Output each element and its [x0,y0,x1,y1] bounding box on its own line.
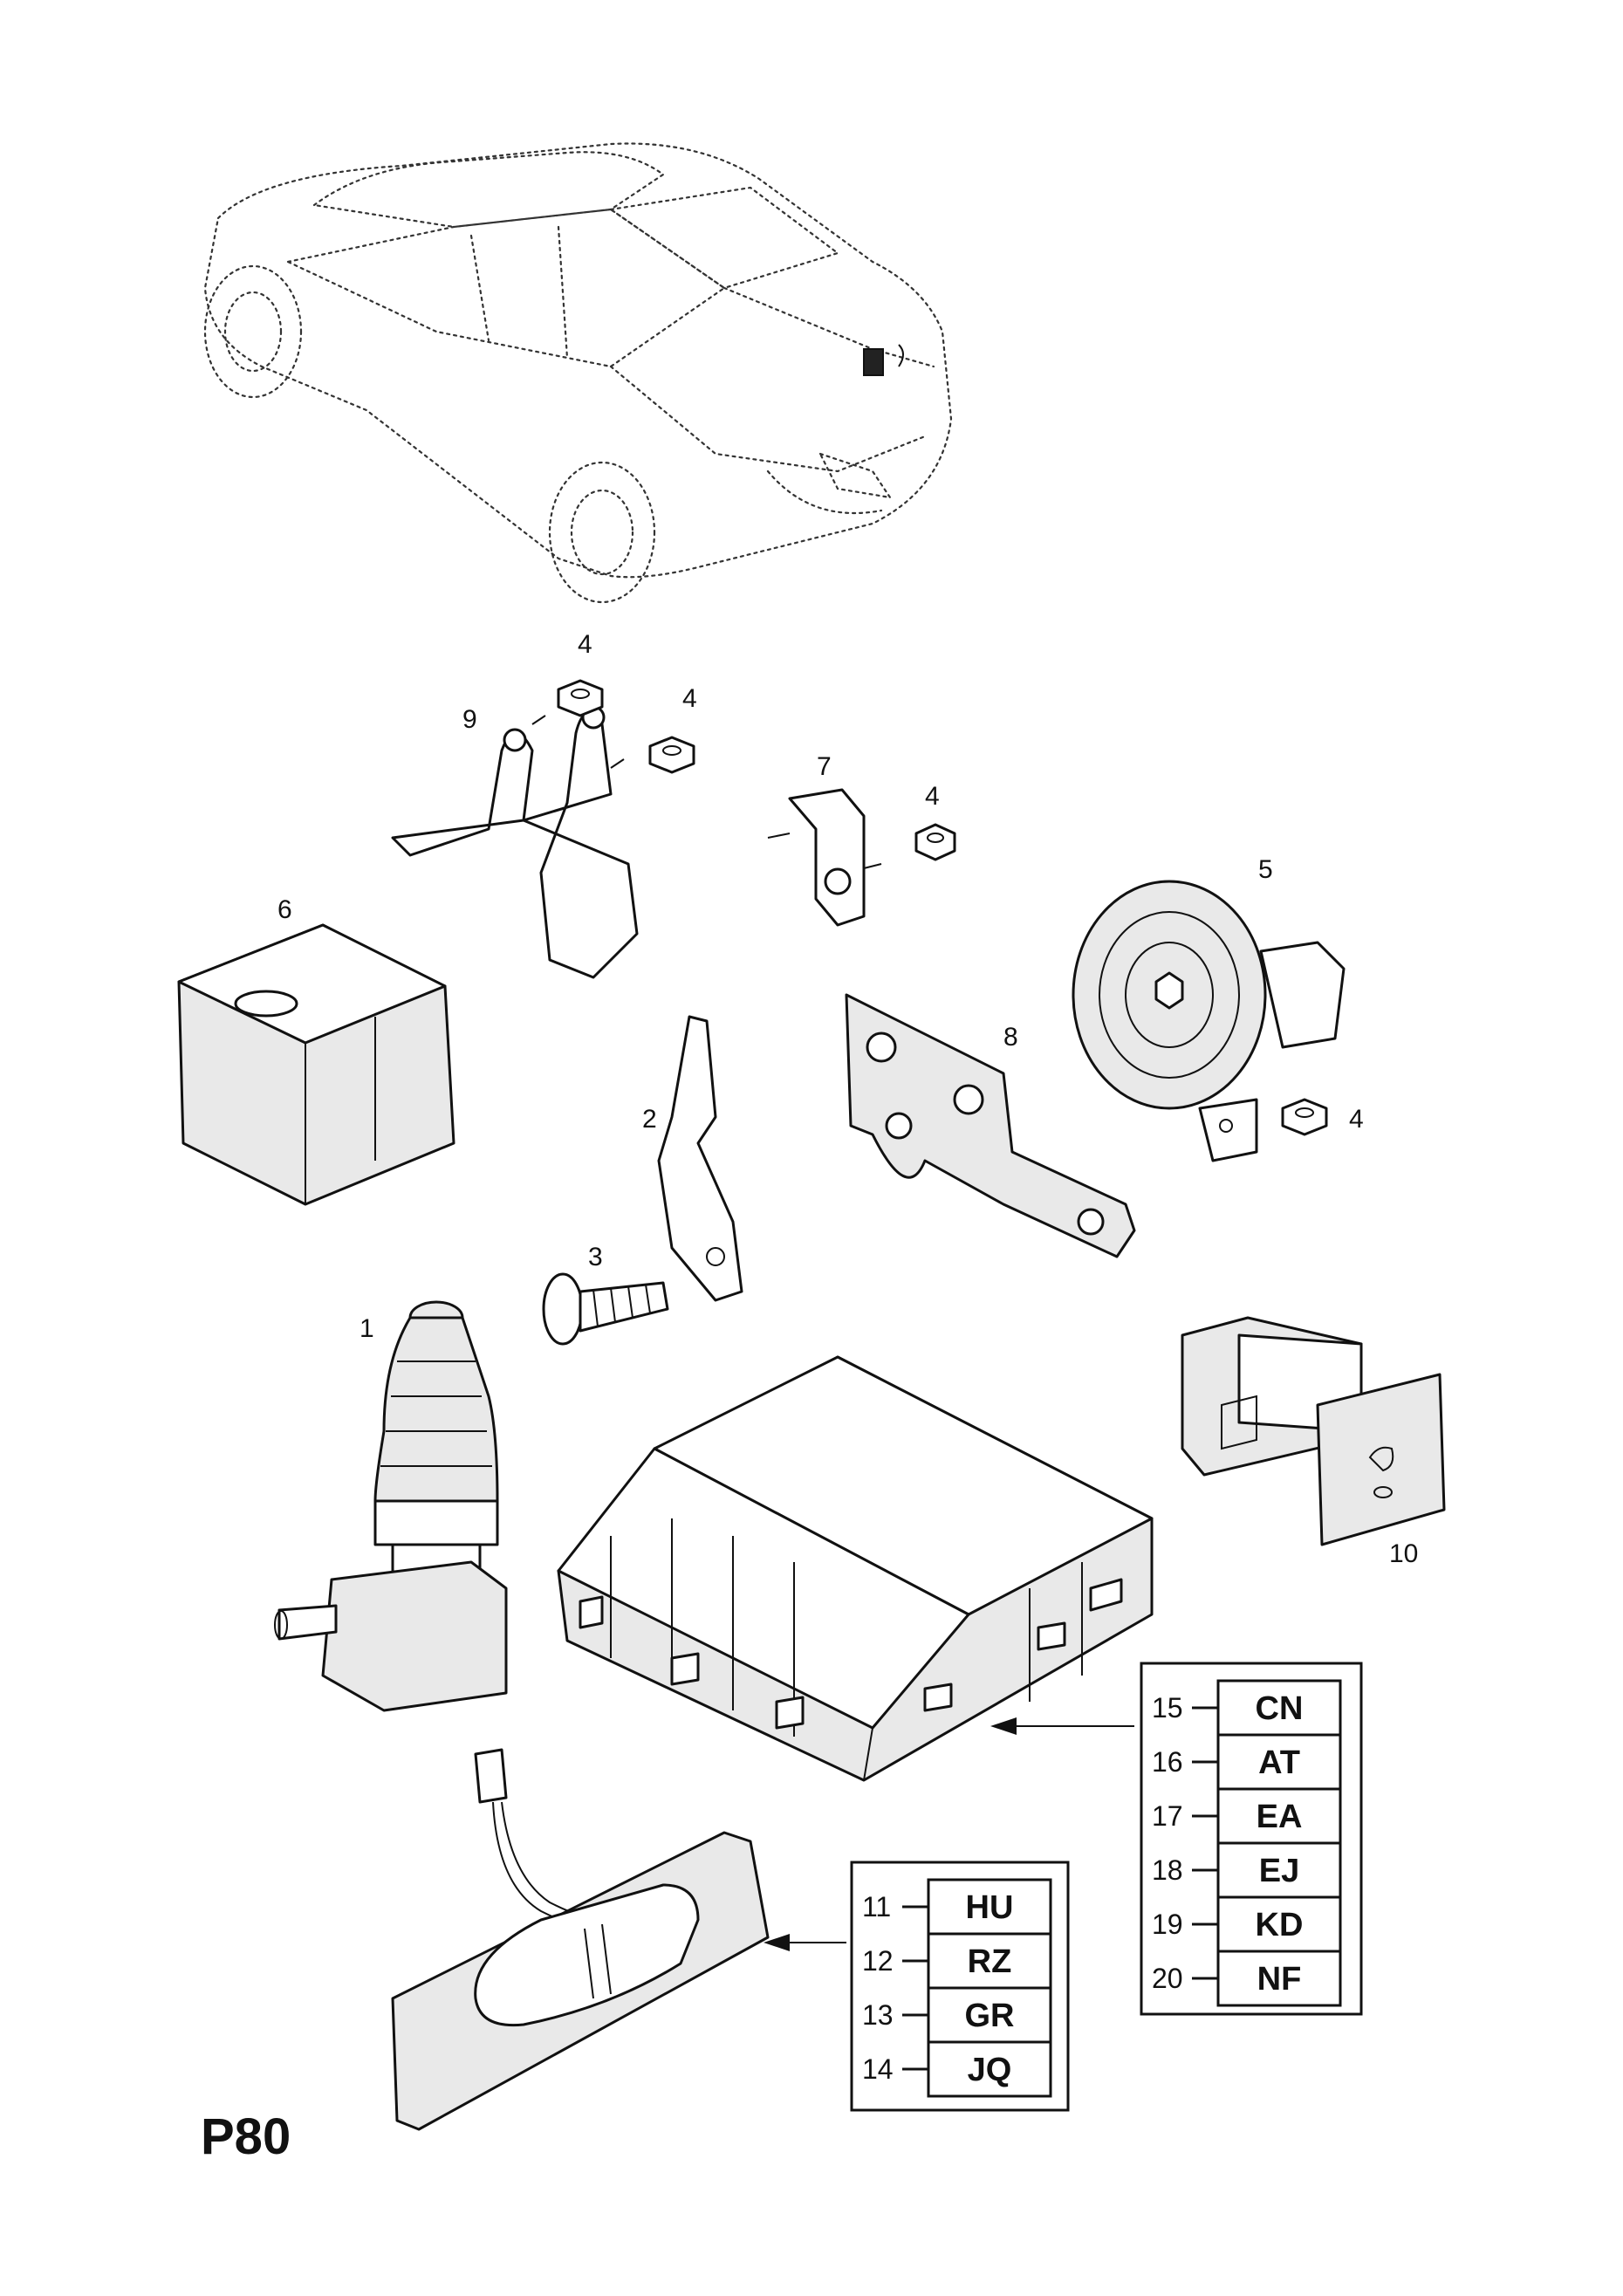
callout-5: 5 [1258,855,1273,884]
nut-4a [557,679,604,717]
callout-4c: 4 [925,782,940,811]
code-table-a-row-number: 17 [1152,1800,1183,1832]
code-table-a-row-number: 16 [1152,1746,1183,1778]
code-table-a-code-cell [1216,1733,1342,1791]
code-table-a-option-code: EA [1257,1799,1303,1835]
code-table-b-row-number: 14 [862,2053,894,2085]
callout-2: 2 [642,1105,657,1134]
code-table-b-row-number: 12 [862,1945,894,1977]
callout-4b: 4 [682,684,697,713]
code-table-a-code-cell [1216,1787,1342,1845]
code-table-a: 15 CN 16 AT 17 EA 18 EJ 19 KD 20 NF [1140,1662,1363,2016]
control-module [557,1355,1154,1782]
mounting-plate-8 [845,993,1136,1258]
module-location-marker [863,348,884,376]
code-table-b-code-cell [927,1878,1052,1936]
code-table-a-row-number: 15 [1152,1692,1183,1724]
nut-4c [914,823,956,861]
callout-7: 7 [817,752,832,781]
code-table-a-option-code: AT [1258,1744,1300,1781]
bracket-2 [657,1015,743,1302]
bracket-9 [391,705,639,979]
code-table-a-code-cell [1216,1679,1342,1737]
screw-3 [542,1272,669,1346]
switch-10 [1181,1316,1446,1546]
code-table-b-option-code: HU [966,1889,1014,1926]
code-table-b-row-number: 13 [862,1999,894,2031]
code-table-a-row-number: 20 [1152,1963,1183,1994]
code-table-b-code-cell [927,2040,1052,2098]
code-table-b-row-number: 11 [862,1891,891,1922]
code-table-a-option-code: KD [1256,1907,1304,1943]
code-table-b: 11 HU 12 RZ 13 GR 14 JQ [850,1861,1070,2112]
cover-6 [177,923,455,1206]
code-table-a-option-code: CN [1256,1690,1304,1727]
code-table-a-option-code: NF [1257,1961,1302,1998]
vehicle-outline [203,142,953,604]
callout-1: 1 [360,1314,374,1343]
code-table-b-option-code: RZ [968,1943,1012,1980]
code-table-a-row-number: 19 [1152,1909,1183,1940]
code-table-b-code-cell [927,1986,1052,2044]
arrow-to-code-table-b [764,1934,846,1951]
code-table-a-row-number: 18 [1152,1854,1183,1886]
actuator-1 [274,1300,508,1712]
arrow-to-code-table-a [990,1717,1134,1735]
interior-sensor-unit [391,1748,770,2131]
clip-7 [767,788,882,927]
callout-3: 3 [588,1243,603,1271]
code-table-a-code-cell [1216,1950,1342,2007]
page-code: P80 [201,2108,291,2165]
callout-4a: 4 [578,630,592,659]
nut-4b [648,736,695,774]
callout-10: 10 [1389,1539,1418,1568]
callout-6: 6 [277,895,292,924]
nut-4d [1281,1098,1328,1136]
callout-9: 9 [462,705,477,734]
code-table-b-option-code: JQ [968,2052,1012,2088]
callout-4d: 4 [1349,1105,1364,1134]
code-table-a-option-code: EJ [1259,1853,1299,1889]
code-table-b-option-code: GR [965,1998,1015,2034]
code-table-a-code-cell [1216,1895,1342,1953]
callout-labels: 1 2 3 4 4 4 4 5 6 7 8 9 10 [277,630,1418,1568]
horn-5 [1072,880,1346,1162]
callout-8: 8 [1003,1023,1018,1052]
